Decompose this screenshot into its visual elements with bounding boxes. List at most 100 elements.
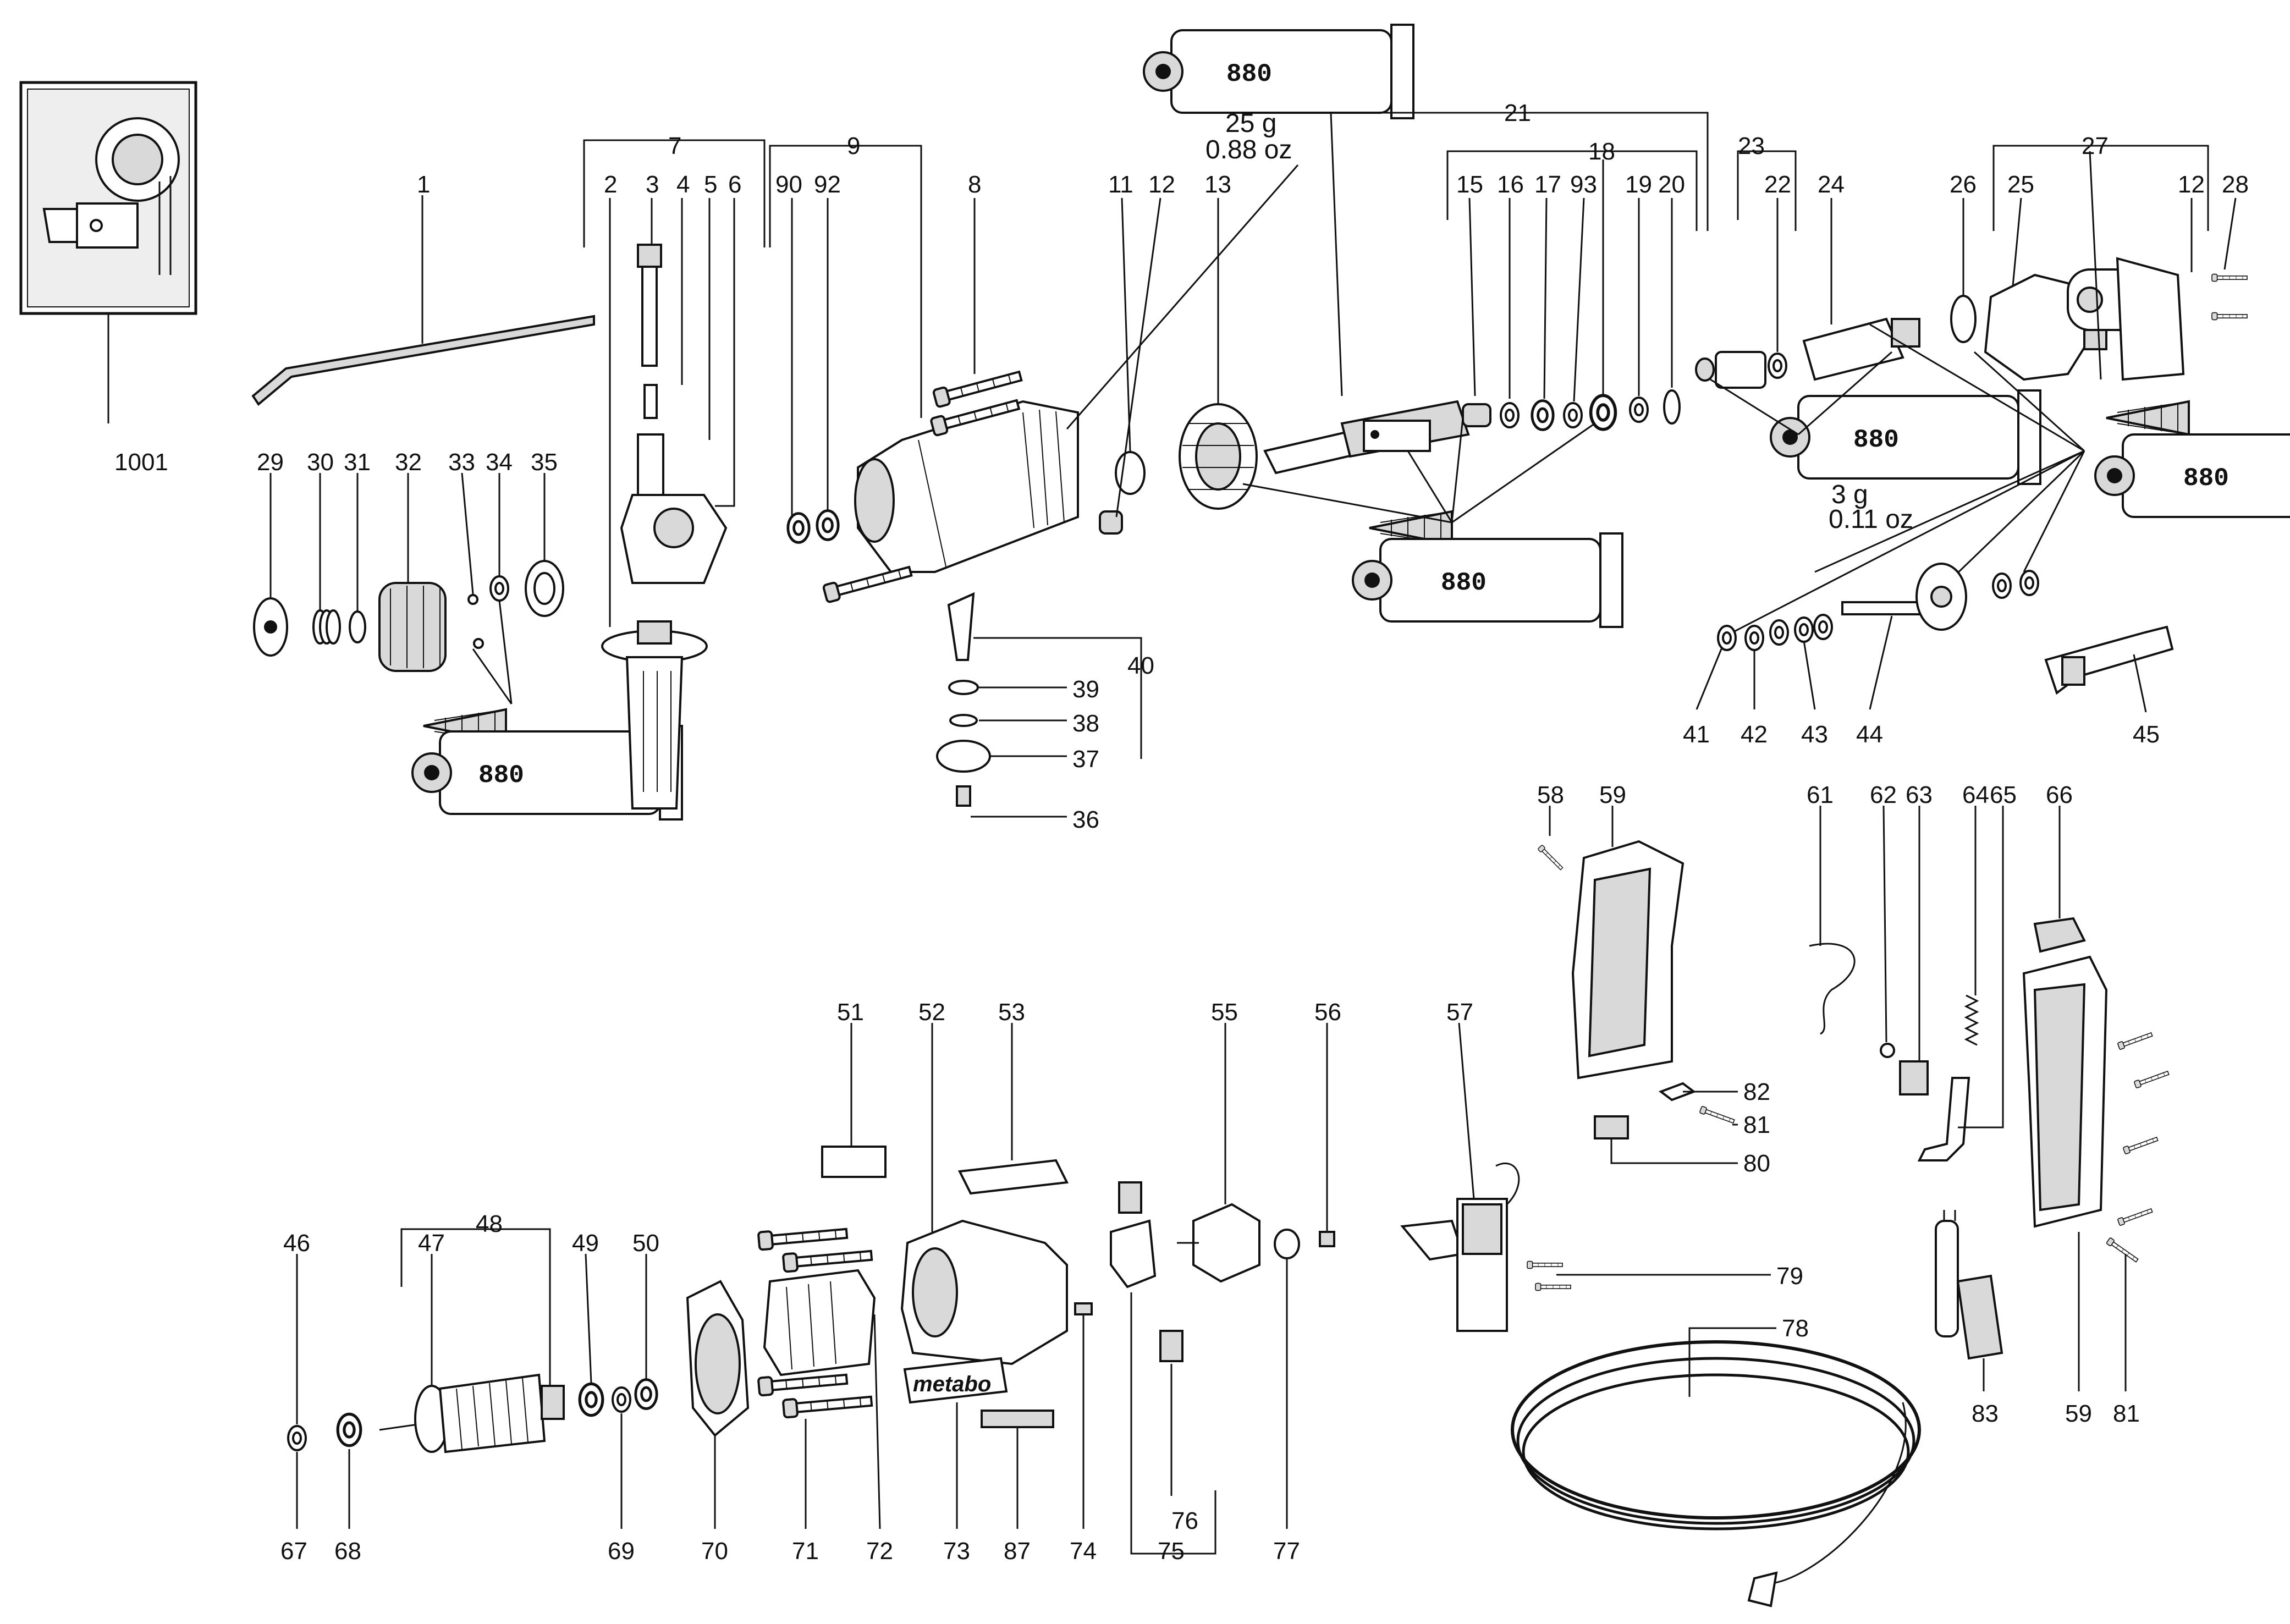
label-41: 41 [1683, 721, 1710, 748]
part-59-housing-left [1571, 840, 1685, 1080]
part-51-label [821, 1146, 887, 1178]
part-72-stator [763, 1269, 876, 1377]
label-5: 5 [704, 171, 717, 198]
part-23-sleeve [1695, 351, 1766, 389]
part-65-contact [1917, 1077, 1970, 1161]
label-38: 38 [1072, 710, 1099, 737]
part-53-label [957, 1159, 1069, 1195]
grease-qty-1: 25 g [1225, 109, 1276, 138]
label-69: 69 [608, 1538, 635, 1565]
label-76: 76 [1171, 1507, 1198, 1534]
label-81-right: 81 [2113, 1400, 2140, 1427]
label-15: 15 [1456, 171, 1483, 198]
label-34: 34 [486, 449, 513, 476]
part-52-motor-housing [900, 1219, 1068, 1366]
label-16: 16 [1497, 171, 1524, 198]
label-2: 2 [604, 171, 617, 198]
grease-tube-right-middle: 880 [1770, 389, 2041, 485]
label-79: 79 [1776, 1263, 1803, 1290]
part-number-labels: 1 2 3 4 5 6 7 8 9 90 92 11 12 13 21 18 1… [114, 100, 2249, 1565]
label-71: 71 [792, 1538, 819, 1565]
part-80-block [1594, 1115, 1629, 1139]
part-87-label [981, 1410, 1054, 1428]
part-62-nut [1880, 1043, 1895, 1058]
label-65: 65 [1990, 781, 2017, 808]
label-73: 73 [943, 1538, 970, 1565]
label-81-left: 81 [1743, 1111, 1770, 1138]
washer-set-15-20 [1462, 389, 1681, 430]
label-29: 29 [257, 449, 284, 476]
grease-tube-center: 880 [1352, 532, 1623, 628]
label-56: 56 [1314, 999, 1341, 1026]
label-8: 8 [968, 171, 981, 198]
label-28: 28 [2222, 171, 2249, 198]
part-83-grommet [1935, 1210, 2003, 1360]
label-55: 55 [1211, 999, 1238, 1026]
gear-housing [788, 400, 1079, 573]
part-13-gear [1179, 403, 1258, 510]
part-61-cable [1809, 943, 1856, 1035]
grease-tube-top-label: 880 [1226, 60, 1272, 89]
label-32: 32 [395, 449, 422, 476]
label-4: 4 [676, 171, 690, 198]
label-3: 3 [646, 171, 659, 198]
grease-tube-left: 880 [411, 725, 683, 821]
part-1-rod [251, 315, 595, 406]
label-1: 1 [417, 171, 430, 198]
label-6: 6 [728, 171, 741, 198]
brand-logo-text: metabo [913, 1372, 991, 1396]
label-67: 67 [280, 1538, 307, 1565]
label-33: 33 [448, 449, 475, 476]
part-24-striker [1802, 317, 1920, 381]
label-63: 63 [1906, 781, 1933, 808]
label-80: 80 [1743, 1150, 1770, 1177]
label-92: 92 [814, 171, 841, 198]
label-21: 21 [1504, 100, 1531, 126]
label-1001: 1001 [114, 449, 168, 476]
label-24: 24 [1818, 171, 1845, 198]
grease-tube-left-label: 880 [478, 761, 524, 790]
label-59-bottom: 59 [2065, 1400, 2092, 1427]
label-75: 75 [1158, 1538, 1185, 1565]
part-56-screw [1319, 1231, 1335, 1247]
label-61: 61 [1807, 781, 1834, 808]
label-9: 9 [847, 133, 860, 159]
grease-tube-top: 880 [1143, 24, 1414, 119]
label-35: 35 [531, 449, 558, 476]
label-52: 52 [918, 999, 945, 1026]
label-17: 17 [1534, 171, 1561, 198]
label-47: 47 [418, 1230, 445, 1257]
part-36-40-locking [936, 592, 991, 807]
label-62: 62 [1870, 781, 1897, 808]
part-66-button [2033, 917, 2086, 953]
grease-tube-right-middle-label: 880 [1853, 426, 1899, 454]
label-77: 77 [1273, 1538, 1300, 1565]
label-48: 48 [476, 1210, 503, 1237]
label-70: 70 [701, 1538, 728, 1565]
label-74: 74 [1070, 1538, 1097, 1565]
grease-tube-right-label: 880 [2183, 464, 2229, 493]
part-11-ring [1115, 451, 1146, 495]
label-49: 49 [572, 1230, 599, 1257]
label-12-left: 12 [1148, 171, 1175, 198]
part-21-spindle [1263, 400, 1470, 475]
label-66: 66 [2046, 781, 2073, 808]
label-42: 42 [1741, 721, 1768, 748]
label-90: 90 [775, 171, 802, 198]
part-78-cable [1511, 1340, 1921, 1608]
label-44: 44 [1856, 721, 1883, 748]
part-57-switch [1400, 1162, 1520, 1332]
grease-qty-2: 3 g [1831, 480, 1868, 509]
label-83: 83 [1972, 1400, 1999, 1427]
part-12-bushing [1099, 510, 1123, 535]
label-59-top: 59 [1599, 781, 1626, 808]
label-22: 22 [1764, 171, 1791, 198]
part-41-44-shaft [1717, 563, 2039, 651]
label-18: 18 [1588, 138, 1615, 165]
label-45: 45 [2133, 721, 2160, 748]
label-11: 11 [1108, 171, 1133, 198]
label-51: 51 [837, 999, 864, 1026]
label-78: 78 [1782, 1315, 1809, 1342]
grease-tube-center-label: 880 [1441, 569, 1487, 597]
